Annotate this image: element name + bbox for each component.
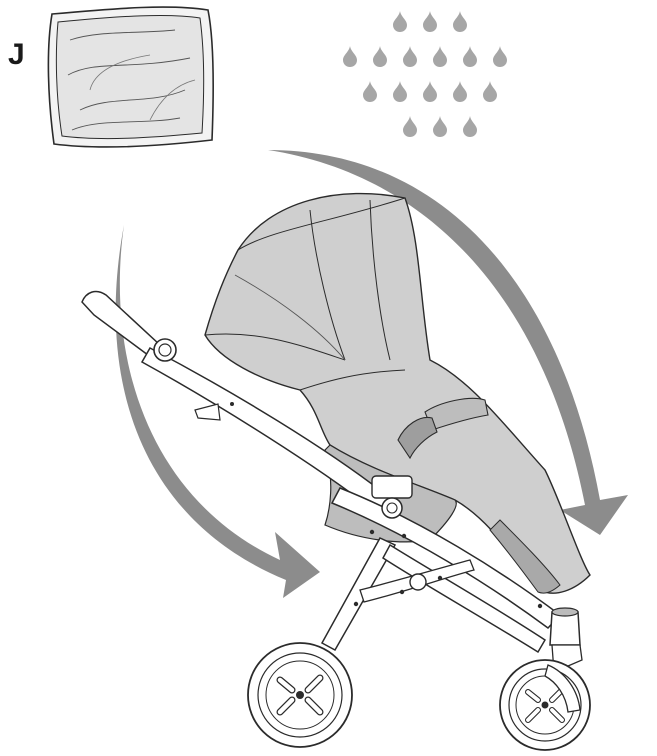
raindrop — [463, 46, 477, 67]
raindrop — [393, 11, 407, 32]
raindrop — [423, 81, 437, 102]
front-wheel — [500, 660, 590, 750]
raindrop — [483, 81, 497, 102]
raindrop — [463, 116, 477, 137]
raindrop — [433, 46, 447, 67]
raindrop — [403, 116, 417, 137]
raindrop — [403, 46, 417, 67]
raindrop — [393, 81, 407, 102]
raindrop — [343, 46, 357, 67]
raindrop — [433, 116, 447, 137]
rain-cover-package-icon — [48, 7, 213, 147]
raindrops-icon — [343, 11, 507, 137]
raindrop — [373, 46, 387, 67]
raindrop — [493, 46, 507, 67]
rear-wheel — [248, 643, 352, 747]
raindrop — [453, 11, 467, 32]
raindrop — [363, 81, 377, 102]
raindrop — [423, 11, 437, 32]
raindrop — [453, 81, 467, 102]
